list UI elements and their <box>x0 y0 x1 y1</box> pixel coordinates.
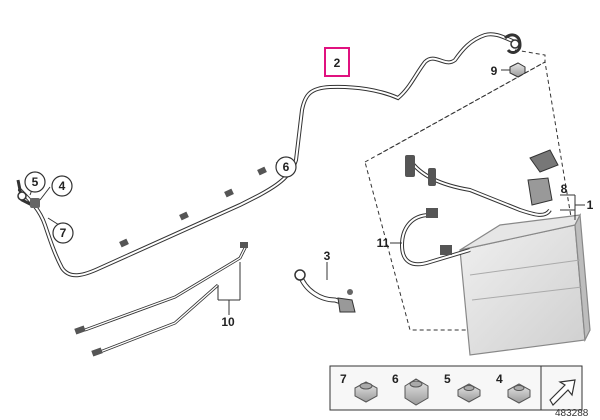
callout-8[interactable]: 8 <box>561 182 568 196</box>
diagram-id: 483288 <box>555 408 589 419</box>
callout-9[interactable]: 9 <box>491 64 498 78</box>
svg-text:1: 1 <box>587 198 594 212</box>
svg-text:5: 5 <box>444 372 451 386</box>
terminal-cable-part-8 <box>405 149 576 220</box>
svg-text:4: 4 <box>496 372 503 386</box>
svg-text:7: 7 <box>340 372 347 386</box>
battery <box>459 212 591 356</box>
footer-part-6[interactable]: 6 <box>392 372 429 406</box>
svg-text:9: 9 <box>491 64 498 78</box>
svg-text:3: 3 <box>324 249 331 263</box>
svg-text:4: 4 <box>59 179 66 193</box>
svg-text:2: 2 <box>334 56 341 70</box>
cable-part-11 <box>390 208 471 267</box>
callout-3[interactable]: 3 <box>324 249 331 263</box>
svg-text:11: 11 <box>377 236 390 250</box>
callout-10[interactable]: 10 <box>221 315 235 329</box>
callout-1: 1 <box>587 198 594 212</box>
svg-text:8: 8 <box>561 182 568 196</box>
footer-part-5[interactable]: 5 <box>444 372 481 403</box>
svg-text:6: 6 <box>283 160 290 174</box>
callout-5[interactable]: 5 <box>24 171 46 193</box>
cable-part-3 <box>294 262 356 313</box>
cable-set-part-10 <box>74 242 248 357</box>
footer-part-4[interactable]: 4 <box>496 372 531 404</box>
svg-text:10: 10 <box>221 315 235 329</box>
main-battery-cable <box>16 32 522 278</box>
svg-text:6: 6 <box>392 372 399 386</box>
callout-4[interactable]: 4 <box>51 175 73 197</box>
callout-2[interactable]: 2 <box>324 47 350 77</box>
svg-text:5: 5 <box>32 175 39 189</box>
footer-parts-strip: 7 6 5 4 <box>329 365 583 411</box>
footer-part-7[interactable]: 7 <box>340 372 378 403</box>
callout-7[interactable]: 7 <box>52 222 74 244</box>
callout-6[interactable]: 6 <box>275 156 297 178</box>
svg-text:7: 7 <box>60 226 67 240</box>
callout-11[interactable]: 11 <box>377 236 390 250</box>
arrow-icon <box>549 379 576 406</box>
